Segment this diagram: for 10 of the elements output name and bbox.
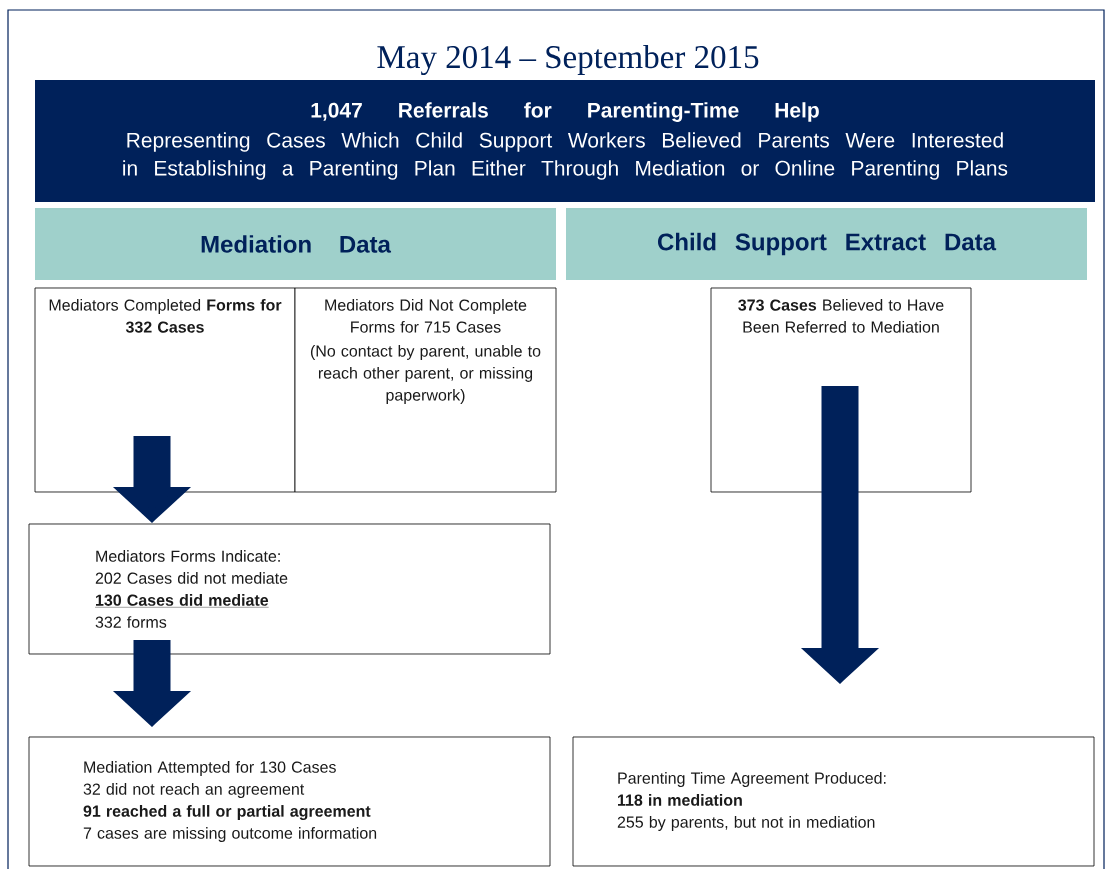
banner-box: 1,047 Referrals for Parenting-Time Help Representing Cases Which Child Support Workers Believed Parents Were Interested in Establishing a Parenting Plan Either Through Mediation or Online Parenting Plans: [35, 80, 1095, 202]
text-box: 373 Cases Believed to Have Been Referred to Mediation: [710, 287, 972, 493]
section-header: Mediation Data: [35, 208, 556, 280]
text-box: Mediators Completed Forms for 332 Cases: [34, 287, 296, 493]
section-header: Child Support Extract Data: [566, 208, 1087, 280]
title: May 2014 – September 2015: [377, 45, 759, 75]
text-box: Parenting Time Agreement Produced: 118 in mediation 255 by parents, but not in mediation: [572, 736, 1095, 867]
text-box: Mediators Forms Indicate: 202 Cases did not mediate 130 Cases did mediate 332 forms: [28, 523, 551, 655]
text-box: Mediators Did Not Complete Forms for 715 Cases (No contact by parent, unable to reach other parent, or missing paperwork): [294, 287, 557, 493]
text-box: Mediation Attempted for 130 Cases 32 did not reach an agreement 91 reached a full or partial agreement 7 cases are missing outcome information: [28, 736, 551, 867]
